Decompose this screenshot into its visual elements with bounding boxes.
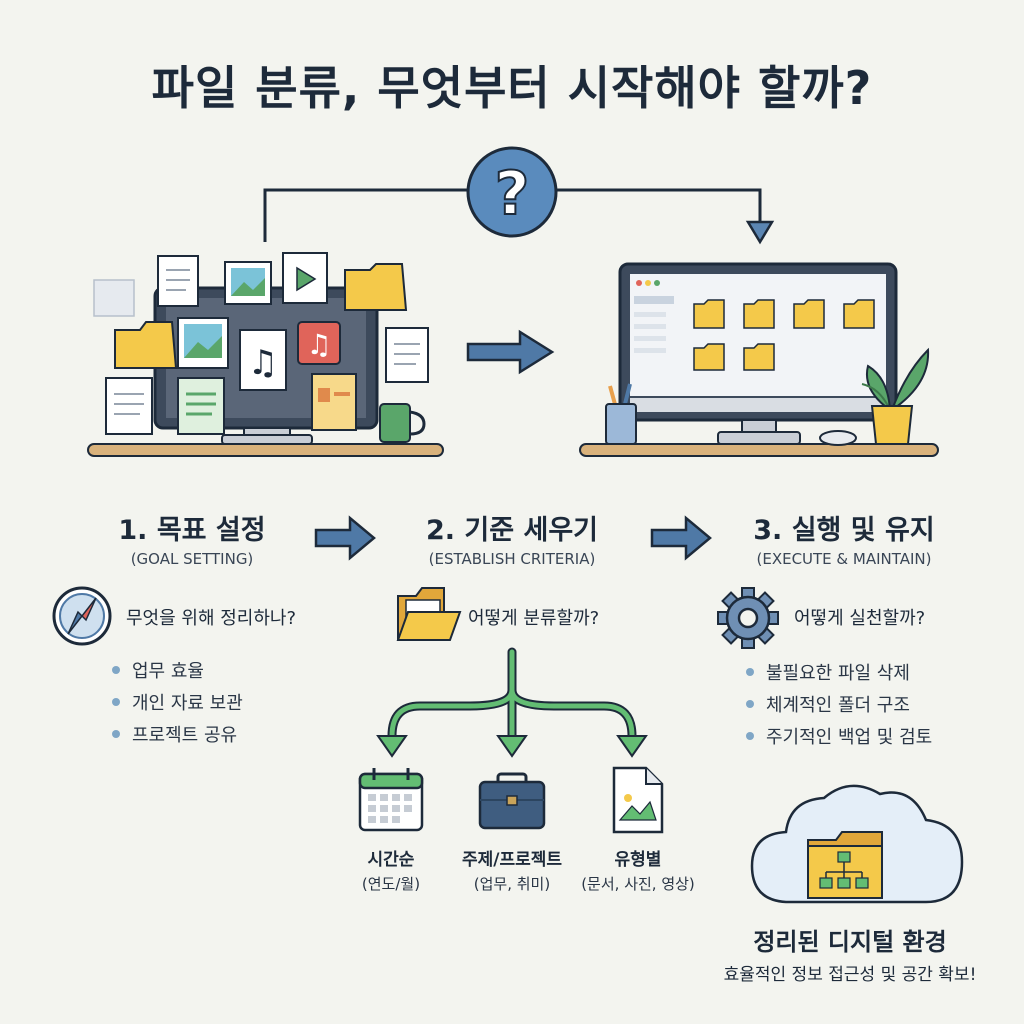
category-type-label: 유형별 [614,850,662,870]
list-item: 불필요한 파일 삭제 [746,658,932,690]
transform-arrow [466,329,555,375]
step-3-question: 어떻게 실천할까? [794,608,926,629]
step-2-subtitle: (ESTABLISH CRITERIA) [428,550,596,568]
list-item: 업무 효율 [112,656,243,688]
category-type-sub: (문서, 사진, 영상) [581,875,695,893]
gear-icon [717,587,779,649]
open-folder-icon [396,587,462,641]
step-1-question: 무엇을 위해 정리하나? [126,608,297,629]
step-1-subtitle: (GOAL SETTING) [130,550,254,568]
compass-icon [52,586,112,646]
image-file-icon [612,766,664,834]
category-time-sub: (연도/월) [361,875,421,893]
list-item: 개인 자료 보관 [112,688,243,720]
category-topic-sub: (업무, 취미) [473,875,551,893]
step-3-title: 3. 실행 및 유지 [753,515,935,546]
svg-text:?: ? [495,159,530,229]
result-title: 정리된 디지털 환경 [753,928,947,956]
step-3-list: 불필요한 파일 삭제 체계적인 폴더 구조 주기적인 백업 및 검토 [746,658,932,754]
svg-text:♫: ♫ [306,328,331,361]
step-1-title: 1. 목표 설정 [118,515,266,546]
step-2-question: 어떻게 분류할까? [468,608,600,629]
step-1-list: 업무 효율 개인 자료 보관 프로젝트 공유 [112,656,243,752]
list-item: 체계적인 폴더 구조 [746,690,932,722]
svg-text:♫: ♫ [248,343,278,383]
category-topic-label: 주제/프로젝트 [461,850,563,870]
step-3-subtitle: (EXECUTE & MAINTAIN) [756,550,932,568]
page-title: 파일 분류, 무엇부터 시작해야 할까? [151,61,873,115]
step-arrow-1 [314,515,376,561]
calendar-icon [358,768,424,832]
messy-desk: ♫ ♫ [87,252,444,457]
list-item: 주기적인 백업 및 검토 [746,722,932,754]
organized-desk [579,262,939,457]
cloud-folder-icon [750,784,964,904]
list-item: 프로젝트 공유 [112,720,243,752]
result-subtitle: 효율적인 정보 접근성 및 공간 확보! [723,965,977,985]
step-2-title: 2. 기준 세우기 [425,515,599,546]
briefcase-icon [478,772,546,830]
category-time-label: 시간순 [367,850,415,870]
question-icon: ? [466,146,558,238]
step-arrow-2 [650,515,712,561]
